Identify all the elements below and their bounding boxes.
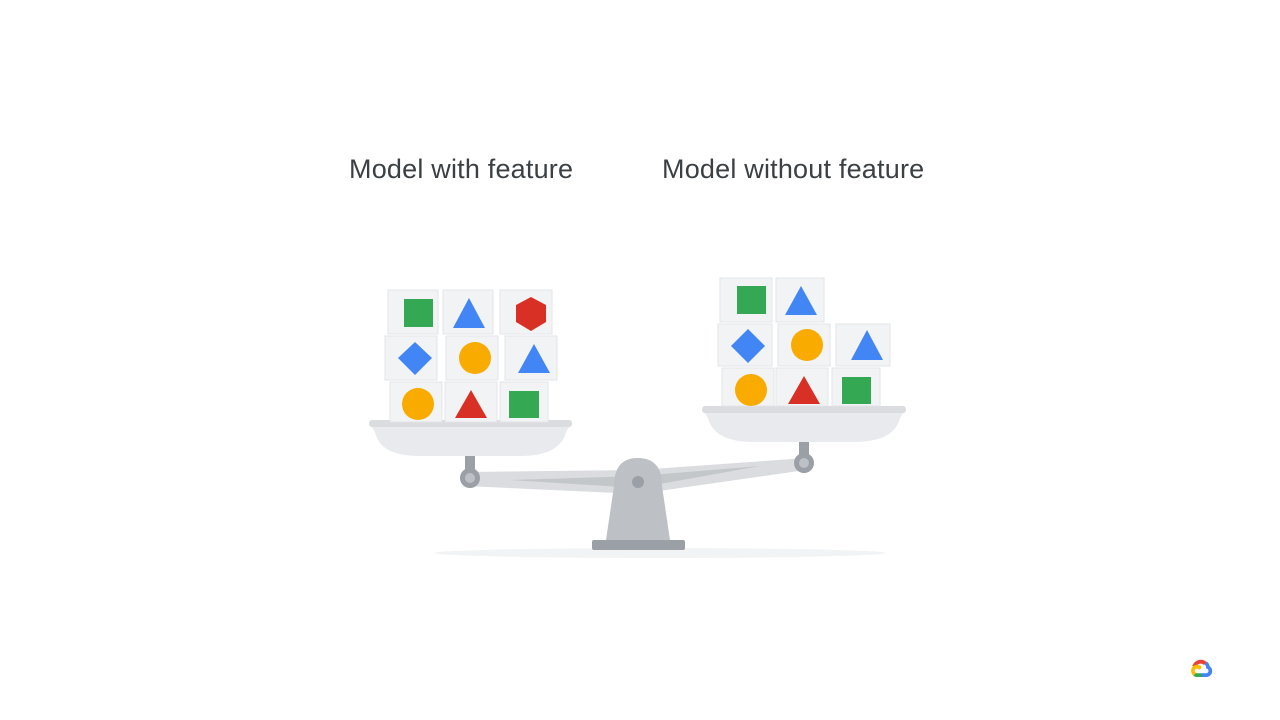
label-model-without-feature: Model without feature bbox=[662, 154, 925, 184]
scale-fulcrum bbox=[592, 458, 685, 550]
red-hexagon-icon bbox=[516, 297, 546, 331]
yellow-circle-icon bbox=[791, 329, 823, 361]
left-pan bbox=[369, 420, 572, 456]
blue-diamond-icon bbox=[398, 342, 432, 375]
left-blocks bbox=[384, 289, 558, 423]
blue-triangle-icon bbox=[453, 298, 485, 328]
green-square-icon bbox=[842, 377, 871, 404]
green-square-icon bbox=[509, 391, 539, 418]
green-square-icon bbox=[404, 299, 433, 327]
google-cloud-icon bbox=[1191, 659, 1213, 677]
right-blocks bbox=[717, 277, 891, 407]
blue-triangle-icon bbox=[851, 330, 883, 360]
blue-triangle-icon bbox=[518, 344, 550, 373]
red-triangle-icon bbox=[455, 390, 487, 418]
ground-shadow bbox=[435, 548, 885, 558]
right-pan bbox=[702, 406, 906, 442]
yellow-circle-icon bbox=[735, 374, 767, 406]
label-model-with-feature: Model with feature bbox=[349, 154, 574, 184]
yellow-circle-icon bbox=[459, 342, 491, 374]
blue-diamond-icon bbox=[731, 329, 765, 363]
blue-triangle-icon bbox=[785, 286, 817, 315]
green-square-icon bbox=[737, 286, 766, 314]
red-triangle-icon bbox=[788, 376, 820, 404]
yellow-circle-icon bbox=[402, 388, 434, 420]
